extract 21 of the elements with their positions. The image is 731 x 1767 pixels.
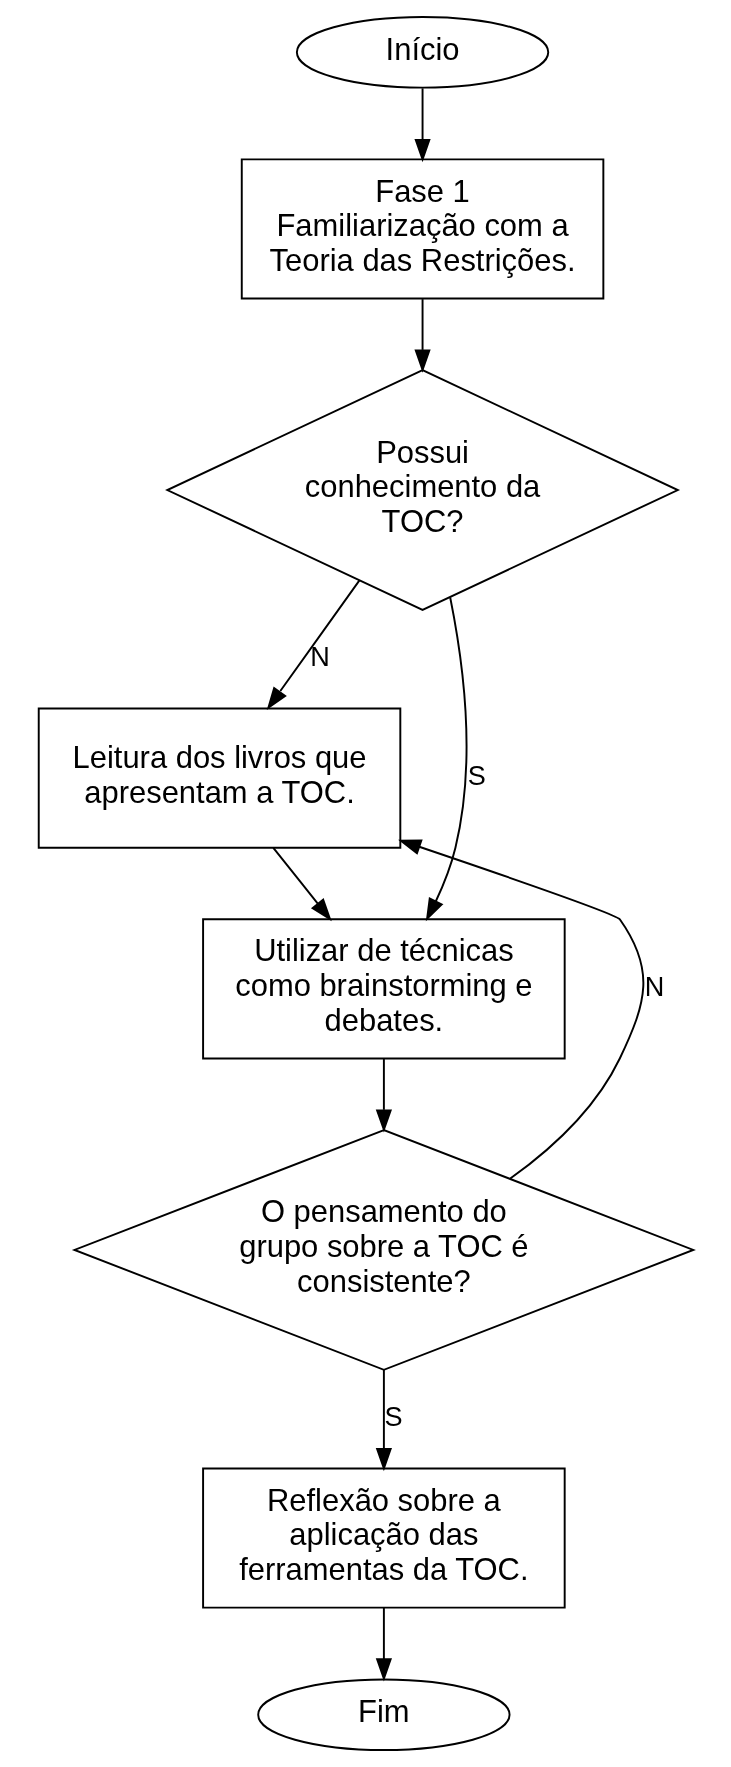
edge-label: S	[384, 1401, 403, 1433]
arrow	[375, 1606, 392, 1682]
arrow	[271, 846, 332, 922]
node-box: Fase 1 Familiarização com a Teoria das Restrições.	[240, 158, 604, 300]
arrow	[413, 298, 431, 373]
edge-label: N	[644, 971, 664, 1003]
arrow	[266, 579, 360, 711]
node-ellipse: Fim	[256, 1678, 511, 1752]
node-box: Reflexão sobre a aplicação das ferramentas da TOC.	[201, 1467, 566, 1609]
arrow	[425, 596, 467, 922]
arrow	[375, 1368, 392, 1472]
node-box: Utilizar de técnicas como brainstorming e debates.	[201, 918, 566, 1060]
node-diamond: Possui conhecimento da TOC?	[164, 369, 680, 611]
edge-label: S	[467, 760, 486, 792]
edge-label: N	[309, 641, 330, 673]
arrow	[397, 839, 644, 1180]
node-box: Leitura dos livros que apresentam a TOC.	[37, 707, 401, 849]
arrow	[375, 1058, 392, 1133]
arrow	[413, 87, 431, 163]
node-diamond: O pensamento do grupo sobre a TOC é consistente?	[71, 1129, 696, 1371]
node-ellipse: Início	[295, 16, 549, 89]
